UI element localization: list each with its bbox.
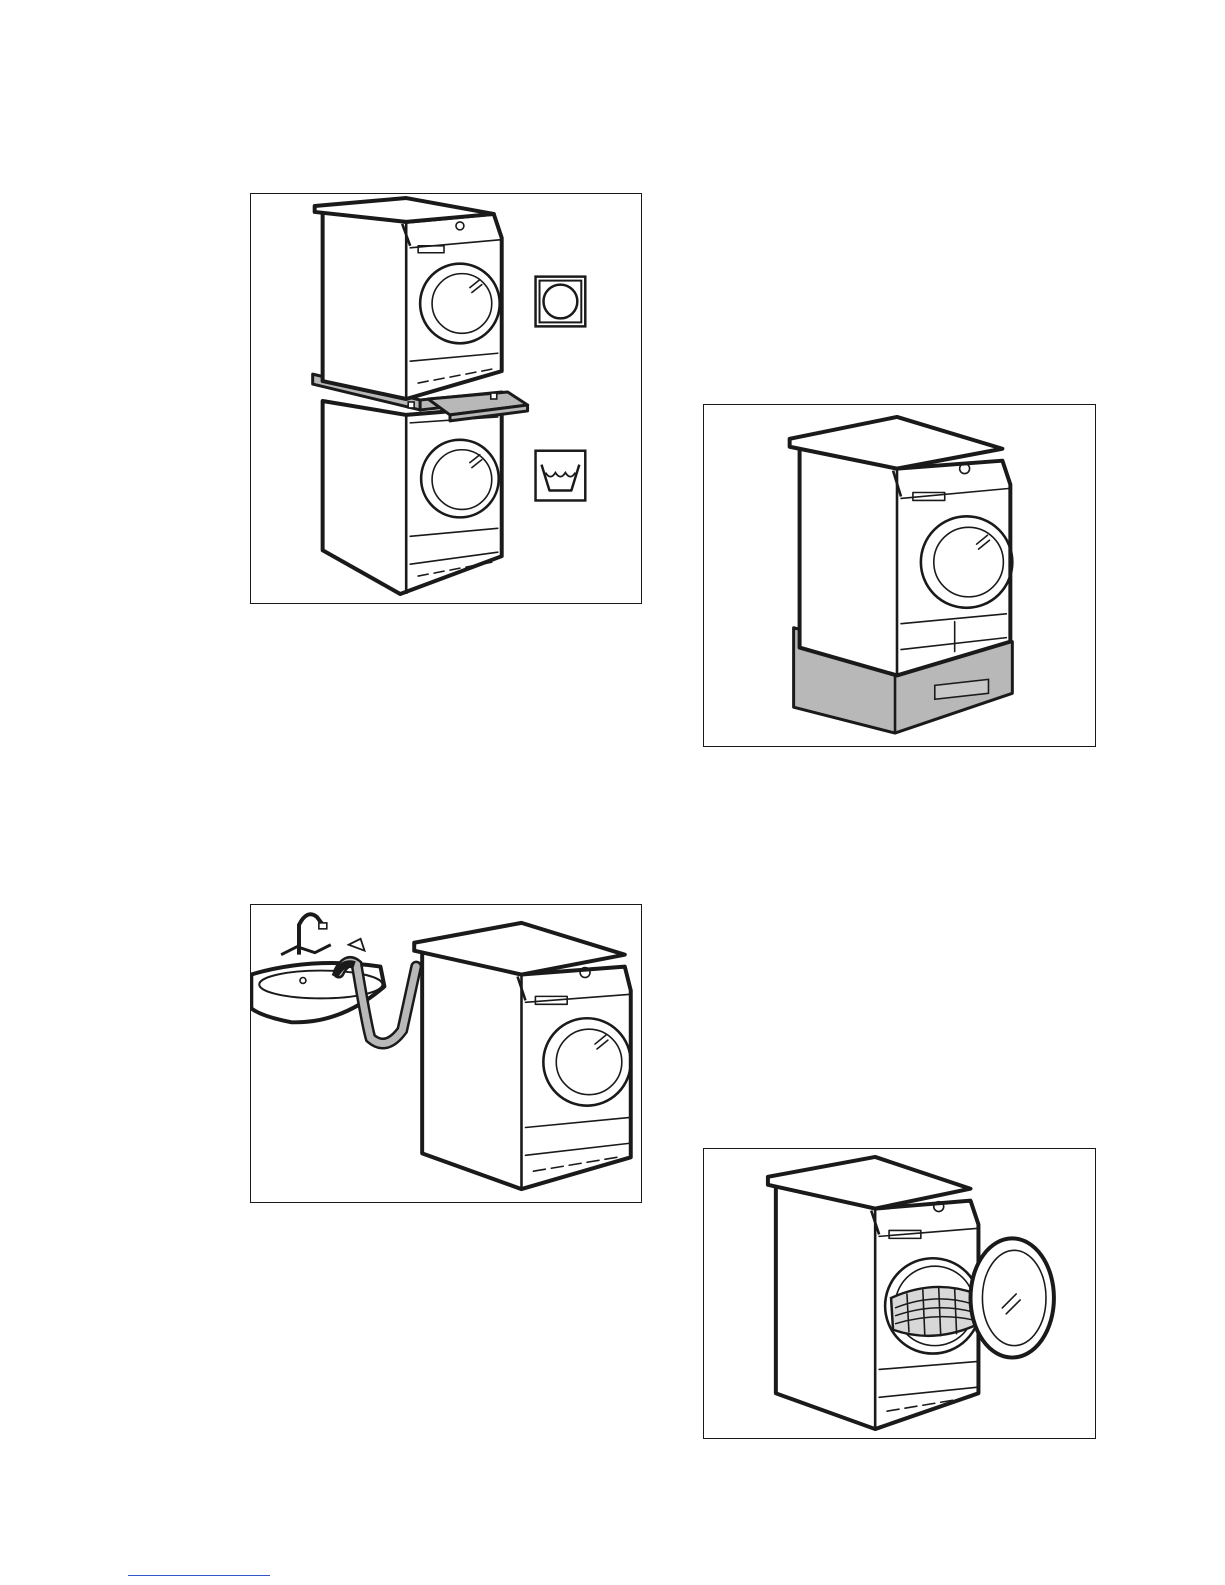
open-door-illustration [704, 1149, 1095, 1438]
washing-machine-symbol-icon [536, 451, 586, 501]
faucet [281, 914, 364, 954]
pedestal-illustration [704, 405, 1095, 746]
figure-pedestal-installation [703, 404, 1096, 747]
figure-stacked-installation [250, 193, 642, 604]
drain-hose-illustration [251, 905, 641, 1202]
open-door [971, 1238, 1054, 1357]
stacked-machines-illustration [251, 194, 641, 603]
drying-basket [891, 1287, 976, 1336]
figure-open-door-with-basket [703, 1148, 1096, 1439]
footer-link-underline[interactable] [128, 1575, 270, 1576]
figure-drain-hose-to-sink [250, 904, 642, 1203]
tumble-dryer-symbol-icon [536, 277, 586, 327]
